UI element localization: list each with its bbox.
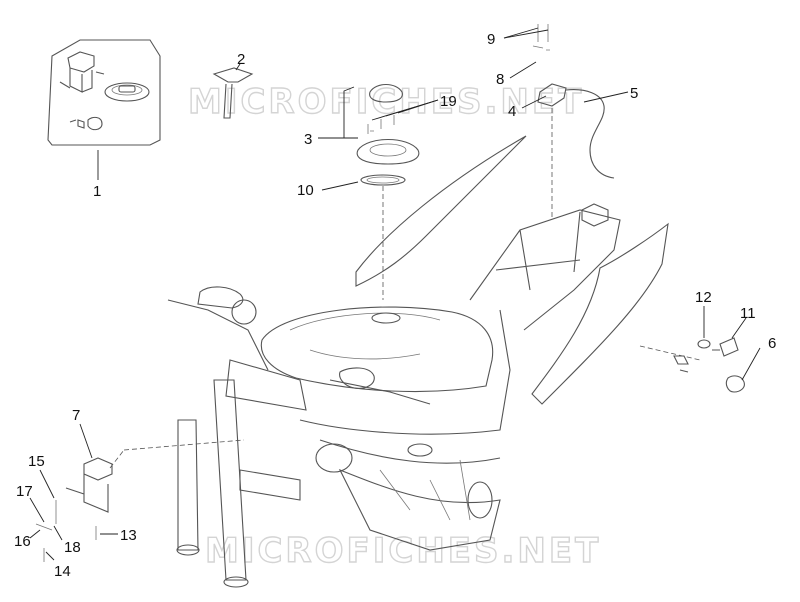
fuel-cap-group	[343, 83, 420, 186]
callout-14: 14	[54, 563, 71, 580]
callout-17: 17	[16, 483, 33, 500]
seat-release-cable-drawing	[565, 89, 615, 179]
callout-1: 1	[93, 183, 101, 200]
callout-9: 9	[487, 31, 495, 48]
callout-15: 15	[28, 453, 45, 470]
callout-7: 7	[72, 407, 80, 424]
key-drawing	[212, 67, 254, 119]
callout-13: 13	[120, 527, 137, 544]
lock-set-outline	[47, 39, 161, 146]
lock-cap-drawing	[104, 82, 150, 102]
callout-19: 19	[440, 93, 457, 110]
watermark-bottom: MICROFICHES.NET	[205, 531, 601, 571]
rear-subframe-drawing	[469, 209, 621, 331]
callout-3: 3	[304, 131, 312, 148]
fuel-cap-screws-drawing	[367, 115, 395, 134]
fuel-tank-drawing	[260, 306, 494, 393]
motorcycle-frame-assembly	[167, 135, 669, 588]
main-frame-drawing	[299, 309, 511, 551]
lock-hardware-drawing	[69, 116, 103, 131]
triple-clamp-drawing	[225, 359, 307, 501]
seat-cowl-drawing	[355, 135, 527, 287]
steering-lock-drawing	[65, 457, 113, 513]
handlebar-drawing	[167, 286, 431, 405]
seat-lock-latch-drawing	[712, 337, 739, 357]
tail-fairing-drawing	[531, 222, 669, 405]
callout-5: 5	[630, 85, 638, 102]
fuel-filler-ring-drawing	[356, 139, 420, 165]
callout-6: 6	[768, 335, 776, 352]
callout-11: 11	[740, 305, 756, 322]
lock-set-group	[47, 39, 161, 146]
fuel-cap-top-drawing	[369, 83, 403, 103]
callout-4: 4	[508, 103, 516, 120]
seat-lock-plate-drawing	[537, 83, 567, 107]
seat-lock-screws-drawing	[532, 24, 550, 51]
callout-12: 12	[695, 289, 712, 306]
seat-lock-washer-drawing	[697, 339, 711, 349]
callout-10: 10	[297, 182, 314, 199]
steering-lock-hardware-drawing	[35, 500, 97, 562]
right-fork-drawing	[177, 419, 199, 551]
fuel-gasket-drawing	[360, 174, 406, 186]
callout-8: 8	[496, 71, 504, 88]
seat-lock-cylinder-drawing	[725, 375, 745, 393]
callout-2: 2	[237, 51, 245, 68]
ignition-switch-drawing	[59, 51, 105, 93]
callout-16: 16	[14, 533, 31, 550]
callout-18: 18	[64, 539, 81, 556]
